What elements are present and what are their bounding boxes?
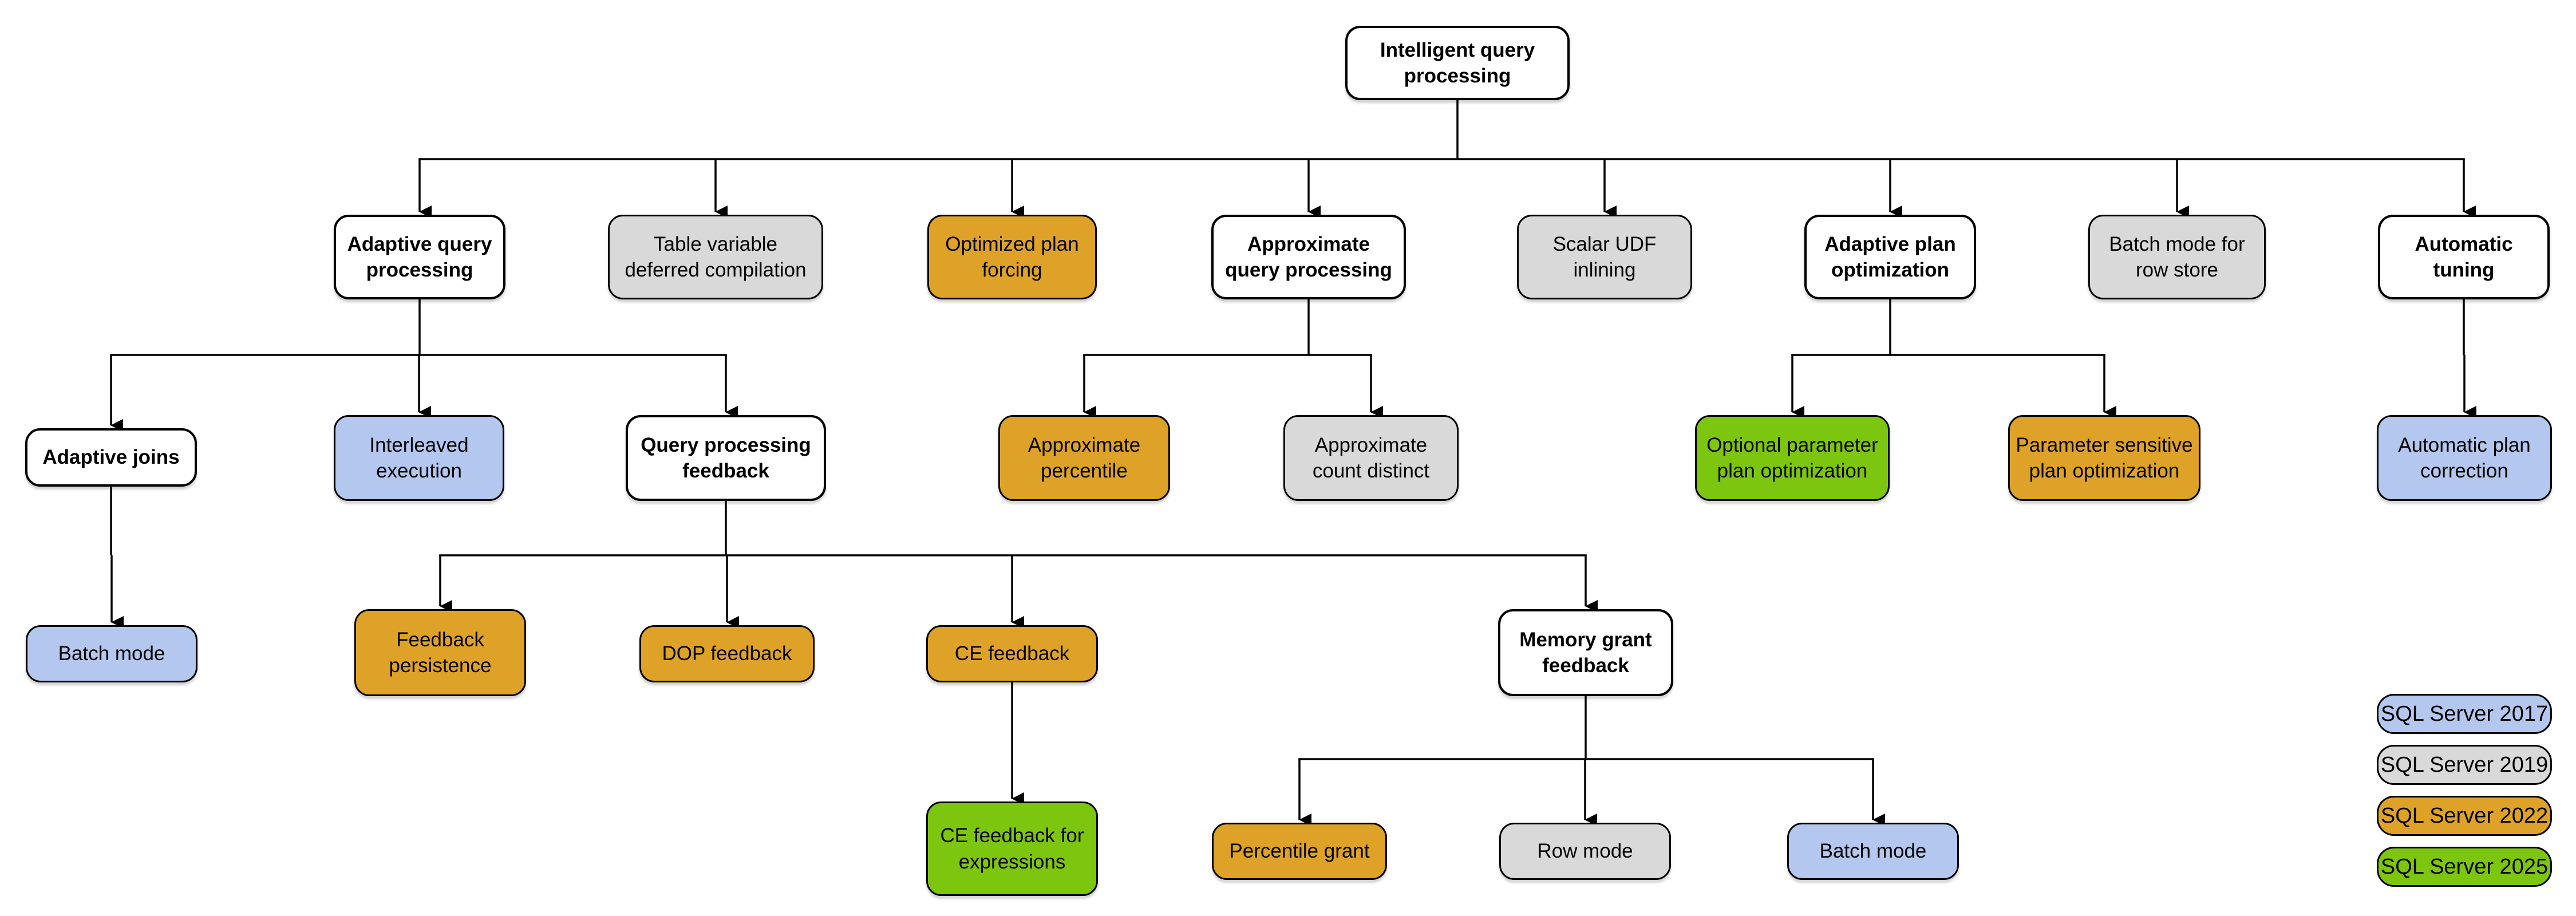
node-dop-feedback: DOP feedback [639,625,815,682]
legend-item-sql-server-2019: SQL Server 2019 [2377,745,2552,785]
node-label-row-mode: Row mode [1537,840,1633,863]
node-label-percentile-grant: Percentile grant [1229,840,1370,863]
legend-label: SQL Server 2025 [2380,854,2549,879]
node-memory-grant-feedback: Memory grant feedback [1498,609,1673,696]
node-batch-mode-for-row-store: Batch mode for row store [2088,215,2266,299]
node-label-optimized-plan-forcing: Optimized plan forcing [945,232,1079,282]
node-label-approximate-percentile: Approximate percentile [1028,433,1141,483]
node-label-adaptive-query-processing: Adaptive query processing [347,232,492,282]
node-label-batch-mode-for-row-store: Batch mode for row store [2109,232,2245,282]
node-label-automatic-tuning: Automatic tuning [2415,232,2513,282]
node-label-adaptive-plan-optimization: Adaptive plan optimization [1824,232,1956,282]
node-query-processing-feedback: Query processing feedback [626,415,826,501]
node-label-ce-feedback: CE feedback [954,642,1070,665]
node-batch-mode-row4: Batch mode [26,625,197,682]
node-interleaved-execution: Interleaved execution [334,415,504,501]
legend-label: SQL Server 2022 [2380,803,2549,828]
node-automatic-plan-correction: Automatic plan correction [2377,415,2552,501]
node-label-approximate-count-distinct: Approximate count distinct [1312,433,1430,483]
legend-label: SQL Server 2019 [2380,752,2549,777]
legend-item-sql-server-2017: SQL Server 2017 [2377,694,2552,734]
node-table-variable-deferred-compilation: Table variable deferred compilation [608,215,823,299]
legend-item-sql-server-2025: SQL Server 2025 [2377,847,2552,887]
node-label-parameter-sensitive-plan-optimization: Parameter sensitive plan optimization [2016,433,2193,483]
node-label-query-processing-feedback: Query processing feedback [641,433,811,483]
node-feedback-persistence: Feedback persistence [354,609,526,696]
node-label-approximate-query-processing: Approximate query processing [1225,232,1392,282]
node-label-dop-feedback: DOP feedback [662,642,792,665]
node-label-feedback-persistence: Feedback persistence [389,628,492,677]
node-scalar-udf-inlining: Scalar UDF inlining [1517,215,1692,299]
node-label-intelligent-query-processing: Intelligent query processing [1380,38,1535,88]
node-approximate-count-distinct: Approximate count distinct [1283,415,1459,501]
legend-item-sql-server-2022: SQL Server 2022 [2377,796,2552,836]
legend-label: SQL Server 2017 [2380,701,2549,726]
node-label-table-variable-deferred-compilation: Table variable deferred compilation [625,232,807,282]
node-ce-feedback: CE feedback [926,625,1098,682]
node-optional-parameter-plan-optimization: Optional parameter plan optimization [1695,415,1890,501]
node-label-memory-grant-feedback: Memory grant feedback [1519,628,1652,677]
node-percentile-grant: Percentile grant [1212,823,1387,880]
node-intelligent-query-processing: Intelligent query processing [1345,26,1570,100]
node-approximate-percentile: Approximate percentile [998,415,1170,501]
node-optimized-plan-forcing: Optimized plan forcing [927,215,1097,299]
node-batch-mode-row5: Batch mode [1787,823,1959,880]
node-label-batch-mode-row4: Batch mode [58,642,165,665]
node-label-ce-feedback-for-expressions: CE feedback for expressions [940,824,1084,873]
node-adaptive-joins: Adaptive joins [25,428,197,487]
node-ce-feedback-for-expressions: CE feedback for expressions [926,802,1098,896]
node-adaptive-plan-optimization: Adaptive plan optimization [1804,215,1976,299]
node-label-scalar-udf-inlining: Scalar UDF inlining [1552,232,1657,282]
node-approximate-query-processing: Approximate query processing [1211,215,1406,299]
node-label-interleaved-execution: Interleaved execution [369,433,469,483]
node-parameter-sensitive-plan-optimization: Parameter sensitive plan optimization [2008,415,2200,501]
node-label-optional-parameter-plan-optimization: Optional parameter plan optimization [1706,433,1878,483]
node-adaptive-query-processing: Adaptive query processing [334,215,505,299]
node-automatic-tuning: Automatic tuning [2378,215,2550,299]
node-row-mode: Row mode [1499,823,1671,880]
node-label-adaptive-joins: Adaptive joins [42,446,180,469]
node-label-batch-mode-row5: Batch mode [1819,840,1927,863]
node-label-automatic-plan-correction: Automatic plan correction [2398,433,2531,483]
